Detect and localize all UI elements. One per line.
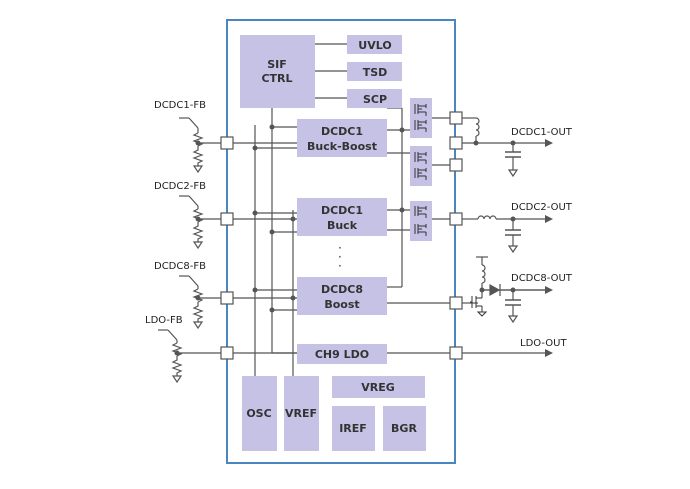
osc-label: OSC	[246, 407, 271, 420]
osc-block	[242, 376, 277, 451]
pin-ldo-out	[449, 346, 463, 360]
dcdc1-buckboost-block	[297, 119, 387, 157]
pin-dcdc8-fb	[220, 291, 234, 305]
dcdc1-low-switch	[410, 146, 432, 186]
junction-dots	[174, 124, 516, 356]
dcdc1-buck-label-line1: DCDC1	[321, 204, 363, 217]
iref-block	[332, 406, 375, 451]
pin-dcdc1-sw1	[449, 111, 463, 125]
dcdc8-boost-block	[297, 277, 387, 315]
dcdc8-label-line2: Boost	[324, 298, 359, 311]
dcdc2-switch	[410, 201, 432, 241]
sif-label-line1: SIF	[267, 58, 287, 71]
vreg-label: VREG	[361, 381, 395, 394]
vref-label: VREF	[285, 407, 317, 420]
channel-ellipsis: ···	[338, 241, 342, 273]
dcdc1-bb-label-line1: DCDC1	[321, 125, 363, 138]
vref-block	[284, 376, 319, 451]
ldo-out-label: LDO-OUT	[520, 338, 567, 349]
ch9-ldo-block	[297, 344, 387, 364]
pin-dcdc1-fb	[220, 136, 234, 150]
bgr-label: BGR	[391, 422, 417, 435]
dcdc8-fb-label: DCDC8-FB	[154, 261, 206, 272]
vreg-block	[332, 376, 425, 398]
ground-symbols	[171, 165, 519, 384]
mosfet-glyphs	[414, 104, 488, 317]
dcdc2-fb-label: DCDC2-FB	[154, 181, 206, 192]
uvlo-label: UVLO	[358, 39, 391, 52]
output-arrows	[545, 139, 553, 357]
output-capacitors	[505, 151, 521, 306]
dcdc8-out-label: DCDC8-OUT	[511, 273, 573, 284]
dcdc2-out-label: DCDC2-OUT	[511, 202, 573, 213]
dcdc1-high-switch	[410, 98, 432, 138]
boost-diode	[489, 283, 501, 297]
pin-dcdc2-fb	[220, 212, 234, 226]
dcdc1-fb-label: DCDC1-FB	[154, 100, 206, 111]
uvlo-block	[347, 35, 402, 54]
tsd-block	[347, 62, 402, 81]
sif-label-line2: CTRL	[261, 72, 292, 85]
pin-ldo-fb	[220, 346, 234, 360]
inductors	[475, 117, 497, 284]
pin-dcdc1-sw2	[449, 158, 463, 172]
sif-ctrl-block	[240, 35, 315, 108]
dcdc1-out-label: DCDC1-OUT	[511, 127, 573, 138]
iref-label: IREF	[339, 422, 367, 435]
pin-squares	[220, 111, 463, 360]
scp-block	[347, 89, 402, 108]
dcdc8-label-line1: DCDC8	[321, 283, 363, 296]
tsd-label: TSD	[363, 66, 388, 79]
scp-label: SCP	[363, 93, 387, 106]
ldo-fb-label: LDO-FB	[145, 315, 183, 326]
chip-outline	[226, 19, 456, 464]
ch9-label: CH9 LDO	[315, 348, 369, 361]
dcdc1-buck-label-line2: Buck	[327, 219, 358, 232]
pin-dcdc8-sw	[449, 296, 463, 310]
dcdc1-bb-label-line2: Buck-Boost	[307, 140, 377, 153]
dcdc1-buck-block	[297, 198, 387, 236]
pin-dcdc2-out	[449, 212, 463, 226]
pin-dcdc1-out	[449, 136, 463, 150]
bgr-block	[383, 406, 426, 451]
